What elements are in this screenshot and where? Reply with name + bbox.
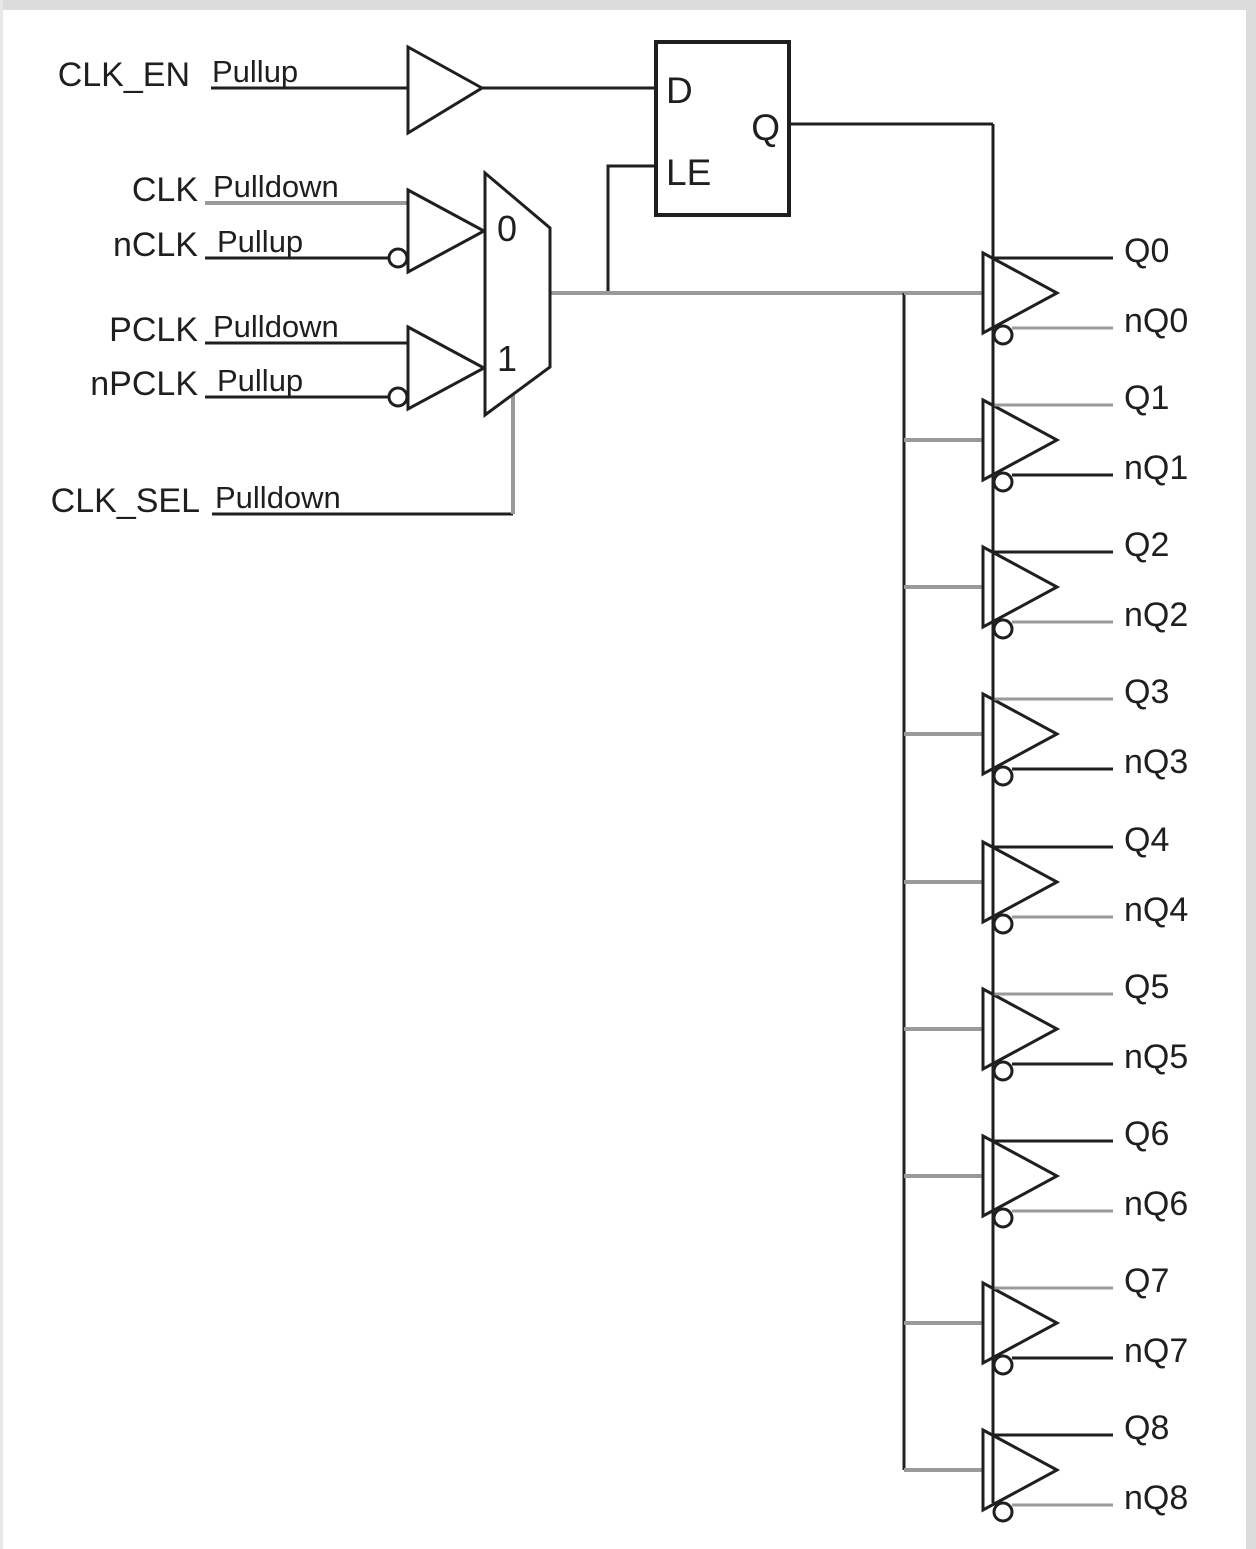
clk-sel-port-label: CLK_SEL bbox=[51, 482, 200, 520]
q-output-label: Q4 bbox=[1124, 821, 1169, 859]
nq-inversion-bubble bbox=[992, 1060, 1014, 1082]
clk-port-label: CLK bbox=[132, 171, 198, 209]
nq-output-label: nQ3 bbox=[1124, 743, 1188, 781]
clk-en-port-label: CLK_EN bbox=[58, 56, 190, 94]
le-wire bbox=[606, 164, 656, 292]
output-buffer-8: Q8 nQ8 bbox=[904, 1409, 1188, 1523]
output-buffer-triangle bbox=[981, 986, 1061, 1072]
nq-inversion-bubble bbox=[992, 1354, 1014, 1376]
nq-output-label: nQ7 bbox=[1124, 1332, 1188, 1370]
output-buffer-triangle bbox=[981, 397, 1061, 483]
output-buffer-6: Q6 nQ6 bbox=[904, 1115, 1188, 1229]
output-buffer-triangle bbox=[981, 1133, 1061, 1219]
output-buffer-2: Q2 nQ2 bbox=[904, 526, 1188, 640]
nclk-inversion-bubble bbox=[387, 247, 409, 269]
q-output-label: Q3 bbox=[1124, 673, 1169, 711]
top-edge-strip bbox=[0, 0, 1256, 10]
nq-output-label: nQ4 bbox=[1124, 891, 1188, 929]
nclk-port-label: nCLK bbox=[113, 226, 198, 264]
nclk-pull-annotation: Pullup bbox=[217, 224, 303, 259]
nq-output-label: nQ5 bbox=[1124, 1038, 1188, 1076]
output-buffer-7: Q7 nQ7 bbox=[904, 1262, 1188, 1376]
q-output-label: Q5 bbox=[1124, 968, 1169, 1006]
q-output-label: Q2 bbox=[1124, 526, 1169, 564]
output-buffer-1: Q1 nQ1 bbox=[904, 379, 1188, 493]
pclk-pull-annotation: Pulldown bbox=[213, 309, 339, 344]
nq-output-label: nQ6 bbox=[1124, 1185, 1188, 1223]
nq-inversion-bubble bbox=[992, 765, 1014, 787]
clk-en-pull-annotation: Pullup bbox=[212, 54, 298, 89]
output-buffer-triangle bbox=[981, 1427, 1061, 1513]
left-edge-strip bbox=[0, 0, 3, 1549]
nq-inversion-bubble bbox=[992, 1501, 1014, 1523]
nq-inversion-bubble bbox=[992, 618, 1014, 640]
nq-output-label: nQ8 bbox=[1124, 1479, 1188, 1517]
clk-input-buffer bbox=[406, 187, 488, 275]
latch-d-label: D bbox=[666, 70, 693, 111]
q-output-label: Q8 bbox=[1124, 1409, 1169, 1447]
latch-q-label: Q bbox=[751, 107, 780, 148]
q-output-label: Q0 bbox=[1124, 232, 1169, 270]
right-edge-strip bbox=[1246, 0, 1256, 1549]
mux-input0-label: 0 bbox=[497, 208, 517, 249]
nq-output-label: nQ0 bbox=[1124, 302, 1188, 340]
clk-sel-pull-annotation: Pulldown bbox=[215, 480, 341, 515]
pclk-port-label: PCLK bbox=[109, 311, 198, 349]
q-output-label: Q7 bbox=[1124, 1262, 1169, 1300]
output-buffer-triangle bbox=[981, 250, 1061, 336]
output-buffer-triangle bbox=[981, 691, 1061, 777]
output-buffer-triangle bbox=[981, 544, 1061, 630]
nq-output-label: nQ1 bbox=[1124, 449, 1188, 487]
nq-inversion-bubble bbox=[992, 471, 1014, 493]
latch-le-label: LE bbox=[666, 152, 711, 193]
nq-inversion-bubble bbox=[992, 913, 1014, 935]
npclk-port-label: nPCLK bbox=[90, 365, 198, 403]
nq-inversion-bubble bbox=[992, 1207, 1014, 1229]
clk-en-buffer bbox=[406, 44, 485, 136]
output-buffer-0: Q0 nQ0 bbox=[904, 232, 1188, 346]
enable-latch bbox=[654, 40, 791, 217]
mux-input1-label: 1 bbox=[497, 338, 517, 379]
pclk-input-buffer bbox=[406, 324, 488, 412]
npclk-inversion-bubble bbox=[387, 386, 409, 408]
clock-select-mux bbox=[483, 169, 552, 418]
q-output-label: Q1 bbox=[1124, 379, 1169, 417]
output-buffer-triangle bbox=[981, 1280, 1061, 1366]
output-buffer-triangle bbox=[981, 839, 1061, 925]
output-buffer-4: Q4 nQ4 bbox=[904, 821, 1188, 935]
q-output-label: Q6 bbox=[1124, 1115, 1169, 1153]
output-buffer-3: Q3 nQ3 bbox=[904, 673, 1188, 787]
nq-output-label: nQ2 bbox=[1124, 596, 1188, 634]
npclk-pull-annotation: Pullup bbox=[217, 363, 303, 398]
clk-pull-annotation: Pulldown bbox=[213, 169, 339, 204]
output-buffer-5: Q5 nQ5 bbox=[904, 968, 1188, 1082]
nq-inversion-bubble bbox=[992, 324, 1014, 346]
